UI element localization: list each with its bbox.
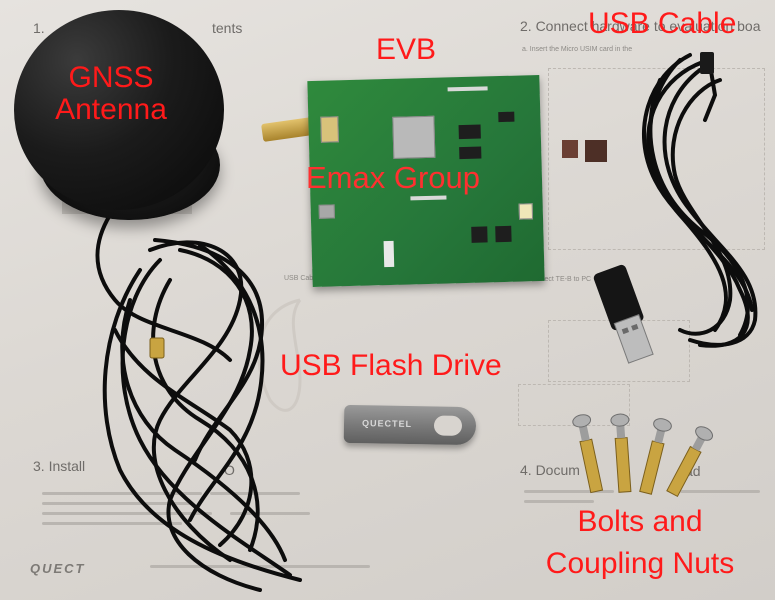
evb-switch bbox=[383, 240, 395, 268]
label-bolts-line2: Coupling Nuts bbox=[545, 547, 735, 580]
sheet-step3-title: 3. Install bbox=[33, 458, 86, 474]
evb-connector-pad bbox=[320, 116, 339, 143]
sheet-text-line bbox=[524, 500, 594, 503]
label-bolts-and-nuts: Bolts and Coupling Nuts bbox=[526, 506, 754, 580]
sheet-diagram-frame bbox=[548, 68, 765, 250]
label-usb-cable: USB Cable bbox=[588, 7, 737, 40]
antenna-cable bbox=[95, 213, 302, 592]
sheet-text-line bbox=[230, 512, 310, 515]
sheet-step2-subtitle: a. Insert the Micro USIM card in the bbox=[522, 46, 633, 53]
evb-ic bbox=[458, 124, 481, 140]
evb-pad bbox=[518, 203, 534, 220]
sheet-step3-tail: O bbox=[224, 462, 235, 478]
usb-flash-drive: QUECTEL bbox=[343, 404, 477, 446]
bolts-and-nuts bbox=[572, 413, 714, 498]
sheet-step1-number: 1. bbox=[33, 20, 45, 36]
sheet-step4-title: 4. Docum bbox=[520, 462, 580, 478]
evb-header-pins bbox=[447, 86, 488, 92]
flash-drive-keyring-hole bbox=[433, 415, 463, 436]
sheet-step2-title: 2. Connect hardware to evaluation boa bbox=[520, 18, 761, 34]
sheet-text-line bbox=[150, 565, 370, 568]
evb-ic bbox=[459, 146, 482, 160]
flash-drive-brand: QUECTEL bbox=[361, 418, 413, 430]
sheet-usb-cable-text: USB Cable bbox=[284, 275, 319, 282]
sheet-connect-text: b. Connect TE-B to PC bbox=[520, 276, 592, 283]
sheet-card-icon bbox=[562, 140, 578, 158]
label-usb-flash-drive: USB Flash Drive bbox=[280, 349, 502, 382]
sheet-brand-logo: QUECT bbox=[30, 561, 86, 576]
label-gnss-line2: Antenna bbox=[55, 93, 167, 126]
evb-button bbox=[471, 226, 488, 243]
label-bolts-line1: Bolts and bbox=[577, 505, 703, 538]
sheet-step1-title: tents bbox=[212, 20, 243, 36]
label-gnss-antenna: GNSS Antenna bbox=[36, 62, 186, 126]
label-evb: EVB bbox=[376, 33, 437, 66]
micro-usb-port bbox=[318, 204, 335, 219]
gnss-module-chip bbox=[392, 115, 436, 159]
evb-header-pins bbox=[410, 195, 447, 201]
evb-ic bbox=[498, 111, 515, 123]
sheet-text-line bbox=[42, 502, 192, 505]
sheet-text-line bbox=[524, 490, 614, 493]
label-gnss-line1: GNSS bbox=[68, 61, 154, 94]
sheet-text-line bbox=[42, 522, 182, 525]
usb-cable bbox=[641, 53, 758, 348]
sheet-text-line bbox=[680, 490, 760, 493]
sheet-text-line bbox=[42, 512, 212, 515]
sheet-text-line bbox=[42, 492, 202, 495]
sheet-card-icon bbox=[585, 140, 607, 162]
usb-a-plug bbox=[593, 264, 654, 364]
micro-usb-plug bbox=[700, 52, 714, 74]
gnss-antenna-dome bbox=[14, 10, 224, 210]
label-emax-group: Emax Group bbox=[306, 160, 481, 195]
evb-button bbox=[495, 225, 512, 243]
antenna-cable-connector bbox=[149, 337, 165, 359]
